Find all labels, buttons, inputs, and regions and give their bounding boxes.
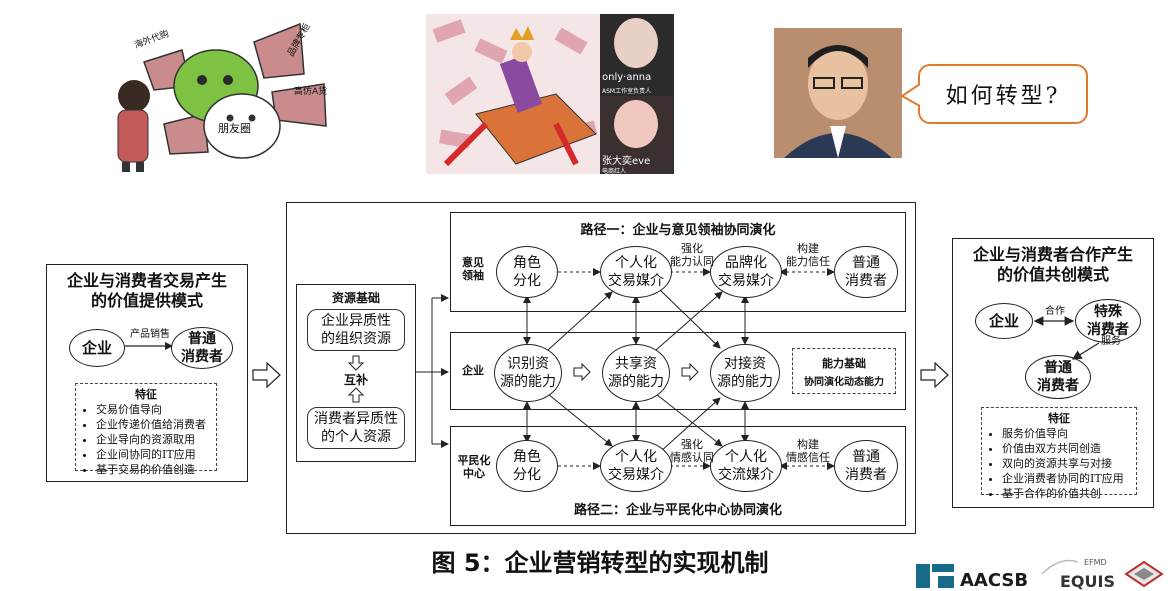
influencer-illustration: only·anna ASM工作室负责人 张大奕eve 电商红人 (426, 14, 674, 175)
org-resource-box: 企业异质性 的组织资源 (307, 309, 405, 351)
equis-text: EQUIS (1060, 572, 1115, 591)
node-enterprise: 企业 (69, 329, 125, 367)
path2-node-personal-comm: 个人化 交流媒介 (710, 440, 782, 492)
influencer-caption-eve: 电商红人 (602, 168, 627, 175)
aacsb-logo: AACSB (916, 562, 1029, 591)
path1-node-brand-trade: 品牌化 交易媒介 (710, 246, 782, 298)
node-enterprise-co: 企业 (975, 303, 1033, 339)
influencer-name-eve: 张大奕eve (602, 156, 651, 167)
aacsb-text: AACSB (960, 570, 1029, 591)
avatar (614, 18, 658, 68)
speech-bubble-text: 如何转型? (945, 84, 1061, 109)
wechat-label-moments: 朋友圈 (218, 122, 251, 135)
feature-item: 双向的资源共享与对接 (1002, 456, 1136, 471)
node-special-consumer: 特殊 消费者 (1075, 299, 1141, 343)
up-arrow-icon (347, 387, 365, 403)
left-features: 特征 交易价值导向 企业传递价值给消费者 企业导向的资源取用 企业间协同的IT应… (75, 383, 217, 476)
left-features-title: 特征 (135, 388, 157, 401)
feature-item: 交易价值导向 (96, 402, 216, 417)
wechat-illustration: 海外代购 朋友圈 品牌专柜 高仿A货 (104, 14, 336, 176)
path1-title: 路径一：企业与意见领袖协同演化 (580, 223, 776, 238)
left-panel: 企业与消费者交易产生 的价值提供模式 企业 普通 消费者 产品销售 特征 交易价… (46, 264, 248, 482)
path2-node-personal-trade: 个人化 交易媒介 (600, 440, 672, 492)
complement-label: 互补 (343, 373, 368, 387)
enterprise-node-connect: 对接资 源的能力 (710, 344, 780, 402)
ability-base-sub: 协同演化动态能力 (804, 377, 884, 388)
right-panel: 企业与消费者合作产生 的价值共创模式 企业 特殊 消费者 普通 消费者 合作 服… (952, 238, 1154, 508)
right-panel-edges (1033, 316, 1100, 360)
path2-edge-strengthen: 强化 情感认同 (670, 438, 714, 464)
ability-base-box: 能力基础 协同演化动态能力 (792, 348, 896, 394)
right-panel-title: 企业与消费者合作产生 的价值共创模式 (972, 245, 1133, 284)
resource-panel: 资源基础 企业异质性 的组织资源 互补 消费者异质性 的个人资源 (296, 284, 416, 462)
path1-edge-build: 构建 能力信任 (786, 242, 830, 268)
path1-edge-strengthen: 强化 能力认同 (670, 242, 714, 268)
node-general-consumer: 普通 消费者 (1025, 355, 1091, 399)
down-arrow-icon (347, 355, 365, 371)
figure-caption: 图 5：企业营销转型的实现机制 (431, 549, 769, 577)
efmd-text: EFMD (1084, 558, 1107, 567)
path2-edge-build: 构建 情感信任 (786, 438, 830, 464)
edge-sales-arrow (125, 342, 173, 350)
speech-bubble-tail (900, 83, 921, 107)
enterprise-node-share: 共享资 源的能力 (602, 344, 670, 402)
speech-bubble: 如何转型? (918, 64, 1088, 124)
resource-title: 资源基础 (331, 291, 380, 305)
feature-item: 企业传递价值给消费者 (96, 417, 216, 432)
right-features: 特征 服务价值导向 价值由双方共同创造 双向的资源共享与对接 企业消费者协同的I… (981, 407, 1137, 500)
edge-service-label: 服务 (1101, 336, 1121, 347)
path2-row-label: 平民化 中心 (457, 454, 491, 480)
enterprise-node-identify: 识别资 源的能力 (494, 344, 562, 402)
efmd-logo: EFMD EQUIS (1040, 556, 1120, 591)
influencer-name-anna: only·anna (602, 72, 652, 83)
path1-row-label: 意见 领袖 (462, 256, 484, 282)
feature-item: 基于合作的价值共创 (1002, 486, 1136, 501)
node-consumer: 普通 消费者 (171, 327, 233, 369)
right-features-title: 特征 (1048, 412, 1070, 425)
feature-item: 价值由双方共同创造 (1002, 441, 1136, 456)
hollow-arrow-left (252, 362, 281, 388)
ability-base-title: 能力基础 (822, 357, 866, 370)
speaker-photo (774, 28, 902, 158)
consumer-resource-box: 消费者异质性 的个人资源 (307, 407, 405, 449)
hollow-arrow-right (920, 362, 949, 388)
edge-sales-label: 产品销售 (130, 329, 170, 340)
left-panel-title: 企业与消费者交易产生 的价值提供模式 (66, 271, 227, 310)
avatar (614, 100, 658, 148)
partner-logo-icon (1124, 560, 1164, 588)
path1-node-consumer: 普通 消费者 (834, 246, 898, 298)
path2-node-consumer: 普通 消费者 (834, 440, 898, 492)
path2-node-role: 角色 分化 (496, 440, 558, 492)
feature-item: 企业间协同的IT应用 (96, 447, 216, 462)
enterprise-row-label: 企业 (462, 364, 484, 377)
influencer-caption-anna: ASM工作室负责人 (602, 88, 652, 95)
edge-cooperate-label: 合作 (1045, 306, 1065, 317)
path1-node-role: 角色 分化 (496, 246, 558, 298)
feature-item: 企业导向的资源取用 (96, 432, 216, 447)
feature-item: 基于交易的价值创造 (96, 462, 216, 477)
wechat-label-fake: 高仿A货 (294, 87, 328, 97)
feature-item: 服务价值导向 (1002, 426, 1136, 441)
path2-title: 路径二：企业与平民化中心协同演化 (573, 503, 782, 518)
feature-item: 企业消费者协同的IT应用 (1002, 471, 1136, 486)
path1-node-personal-trade: 个人化 交易媒介 (600, 246, 672, 298)
